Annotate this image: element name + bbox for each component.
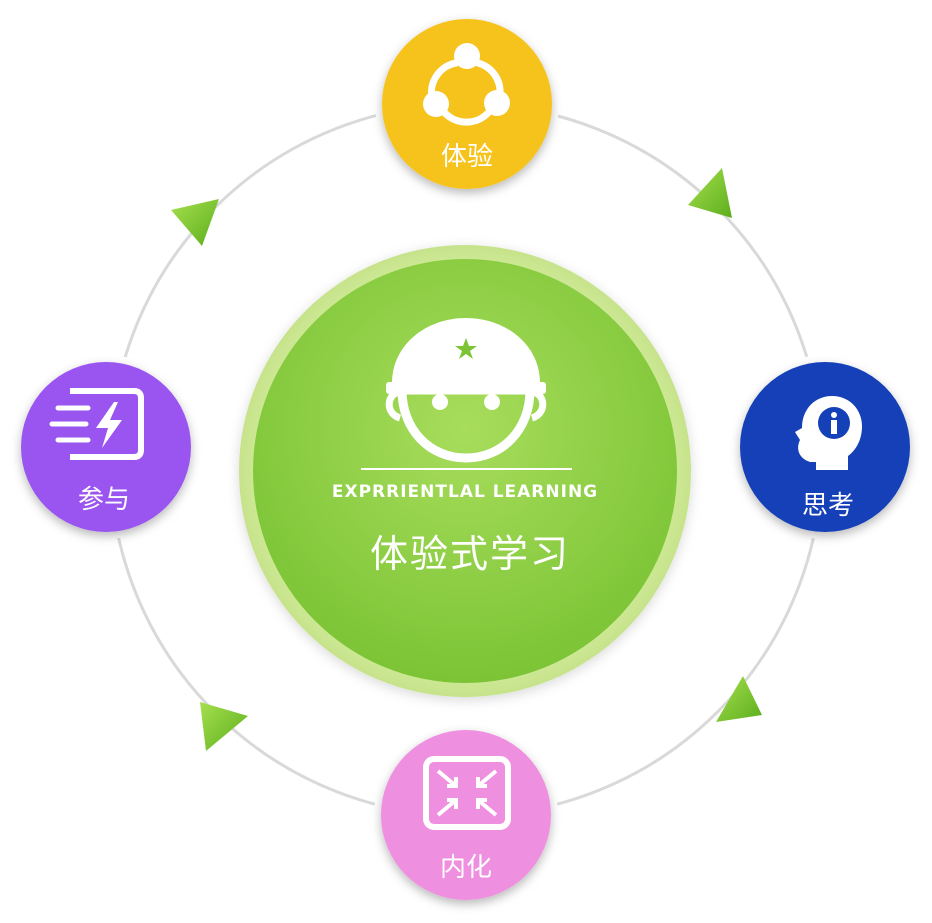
head-info-icon [795,396,862,470]
node-experience-circle [382,19,552,189]
node-participate-circle [21,362,191,532]
node-participate-label: 参与 [78,485,130,515]
arrow-top-right [688,168,732,218]
compress-arrows-icon [423,756,511,830]
center-circle: EXPRRIENTLAL LEARNING 体验式学习 [239,245,691,697]
arrow-bottom-right [716,676,762,722]
node-think: 思考 [733,355,917,539]
fast-forward-card-icon [49,388,144,460]
node-internalize: 内化 [374,723,558,907]
node-participate: 参与 [14,355,198,539]
share-icon [423,43,510,126]
helmet-face-icon [385,318,547,463]
center-subtitle: EXPRRIENTLAL LEARNING [332,482,598,502]
center-title: 体验式学习 [370,532,570,576]
node-internalize-label: 内化 [440,853,492,883]
node-think-label: 思考 [802,491,854,521]
cycle-arrows [171,168,762,751]
node-experience-label: 体验 [441,142,493,172]
arrow-top-left [171,199,219,246]
node-experience: 体验 [375,12,559,196]
arrow-bottom-left [200,702,248,751]
